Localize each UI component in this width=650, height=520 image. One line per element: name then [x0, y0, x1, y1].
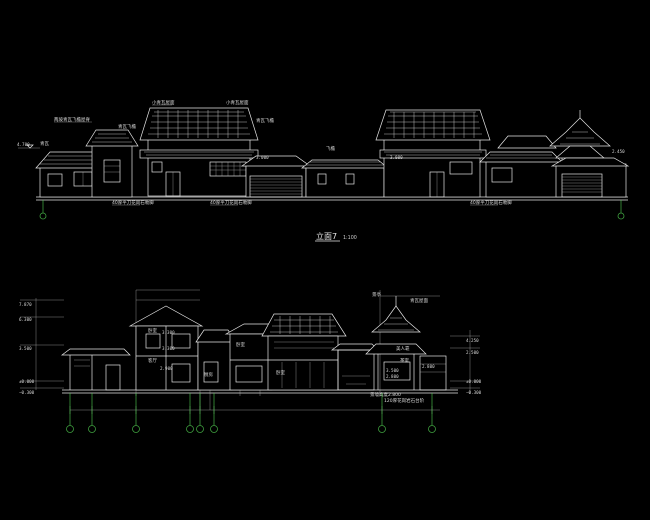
level-label: 2.500 — [466, 350, 479, 355]
note: 40厚平刀花岗石勒脚 — [112, 199, 154, 206]
note: 小青瓦屋面 — [152, 99, 175, 106]
level-label: 3.500 — [19, 346, 32, 351]
building-gate-pavilion — [85, 129, 139, 198]
section-drawing: 7.870 6.300 3.500 ±0.000 −0.300 — [19, 289, 482, 433]
section-annotations: 景亭 青瓦屋面 美人靠 景墙高度2.800 120厚花岗岩石台阶 2.800 — [370, 291, 435, 404]
level-label: 6.300 — [19, 317, 32, 322]
level-label: 3.000 — [256, 155, 269, 160]
building-main-left — [139, 107, 259, 197]
note: 青瓦飞檐 — [118, 123, 136, 130]
section-main-hall: 客厅 卧室 3.300 3.300 2.900 — [128, 305, 204, 391]
level-label: ±0.000 — [466, 379, 482, 384]
room-label: 厨房 — [204, 371, 213, 378]
note: 景亭 — [372, 291, 381, 298]
dim-label: 2.800 — [386, 374, 399, 379]
grid-axis-bubble — [132, 425, 140, 433]
building-garage-left — [240, 155, 312, 198]
grid-axis-bubble — [66, 425, 74, 433]
note: 40厚平刀花岗石勒脚 — [470, 199, 512, 206]
note: 青瓦屋面 — [410, 297, 428, 304]
level-label: −0.300 — [19, 390, 35, 395]
dim-label: 3.500 — [386, 368, 399, 373]
level-label: 4.700 — [17, 142, 30, 147]
level-label: ±0.000 — [19, 379, 35, 384]
drawing-title: 立面7 — [316, 231, 337, 241]
drawing-scale: 1:100 — [343, 235, 357, 241]
elevation-drawing: 4.700 — [17, 99, 630, 242]
elevation-level-marker: 4.700 — [17, 142, 40, 149]
elevation-title-block: 立面7 1:100 — [315, 231, 357, 242]
room-label: 茶室 — [400, 357, 409, 364]
room-label: 客厅 — [148, 357, 157, 364]
section-grid-axes — [66, 393, 436, 433]
note: 青瓦 — [40, 140, 49, 147]
room-label: 卧室 — [236, 341, 245, 348]
level-label: −0.300 — [466, 390, 482, 395]
note: 40厚平刀花岗石勒脚 — [210, 199, 252, 206]
dim-label: 2.800 — [422, 364, 435, 369]
building-connecting-wall — [301, 159, 389, 198]
room-label: 卧室 — [276, 369, 285, 376]
dim-label: 3.300 — [162, 346, 175, 351]
level-label: 2.450 — [612, 149, 625, 154]
section-central-building: 卧室 卧室 — [224, 313, 347, 396]
grid-axis-bubble — [39, 212, 47, 220]
note: 青瓦飞檐 — [256, 117, 274, 124]
dim-label: 3.300 — [162, 330, 175, 335]
section-pavilion: 茶室 3.500 2.800 — [365, 296, 447, 391]
room-label: 卧室 — [148, 327, 157, 334]
grid-axis-bubble — [186, 425, 194, 433]
note: 两坡青瓦飞檐屋脊 — [54, 116, 90, 123]
section-level-scale-left: 7.870 6.300 3.500 ±0.000 −0.300 — [19, 298, 64, 395]
building-main-right — [375, 109, 491, 198]
level-label: 3.000 — [390, 155, 403, 160]
dim-label: 2.900 — [160, 366, 173, 371]
note: 飞檐 — [326, 145, 335, 152]
note: 120厚花岗岩石台阶 — [384, 397, 425, 404]
building-right-wing — [479, 135, 563, 198]
note: 美人靠 — [396, 345, 410, 352]
grid-axis-bubble — [88, 425, 96, 433]
building-garage-right — [550, 157, 630, 198]
grid-axis-bubble — [210, 425, 218, 433]
elevation-annotations: 两坡青瓦飞檐屋脊 青瓦飞檐 青瓦 小青瓦屋面 小青瓦屋面 青瓦飞檐 飞檐 40厚… — [40, 99, 625, 206]
grid-axis-bubble — [617, 212, 625, 220]
note: 小青瓦屋面 — [226, 99, 249, 106]
level-label: 7.870 — [19, 302, 32, 307]
section-left-portico — [60, 348, 131, 391]
grid-axis-bubble — [196, 425, 204, 433]
grid-axis-bubble — [378, 425, 386, 433]
note: 景墙高度2.800 — [370, 391, 401, 398]
elevation-pavilion — [549, 110, 611, 170]
section-courtyard-link: 厨房 — [195, 329, 237, 410]
level-label: 4.250 — [466, 338, 479, 343]
section-terrace — [330, 343, 379, 391]
grid-axis-bubble — [428, 425, 436, 433]
section-level-scale-right: 4.250 2.500 ±0.000 −0.300 — [450, 330, 482, 395]
